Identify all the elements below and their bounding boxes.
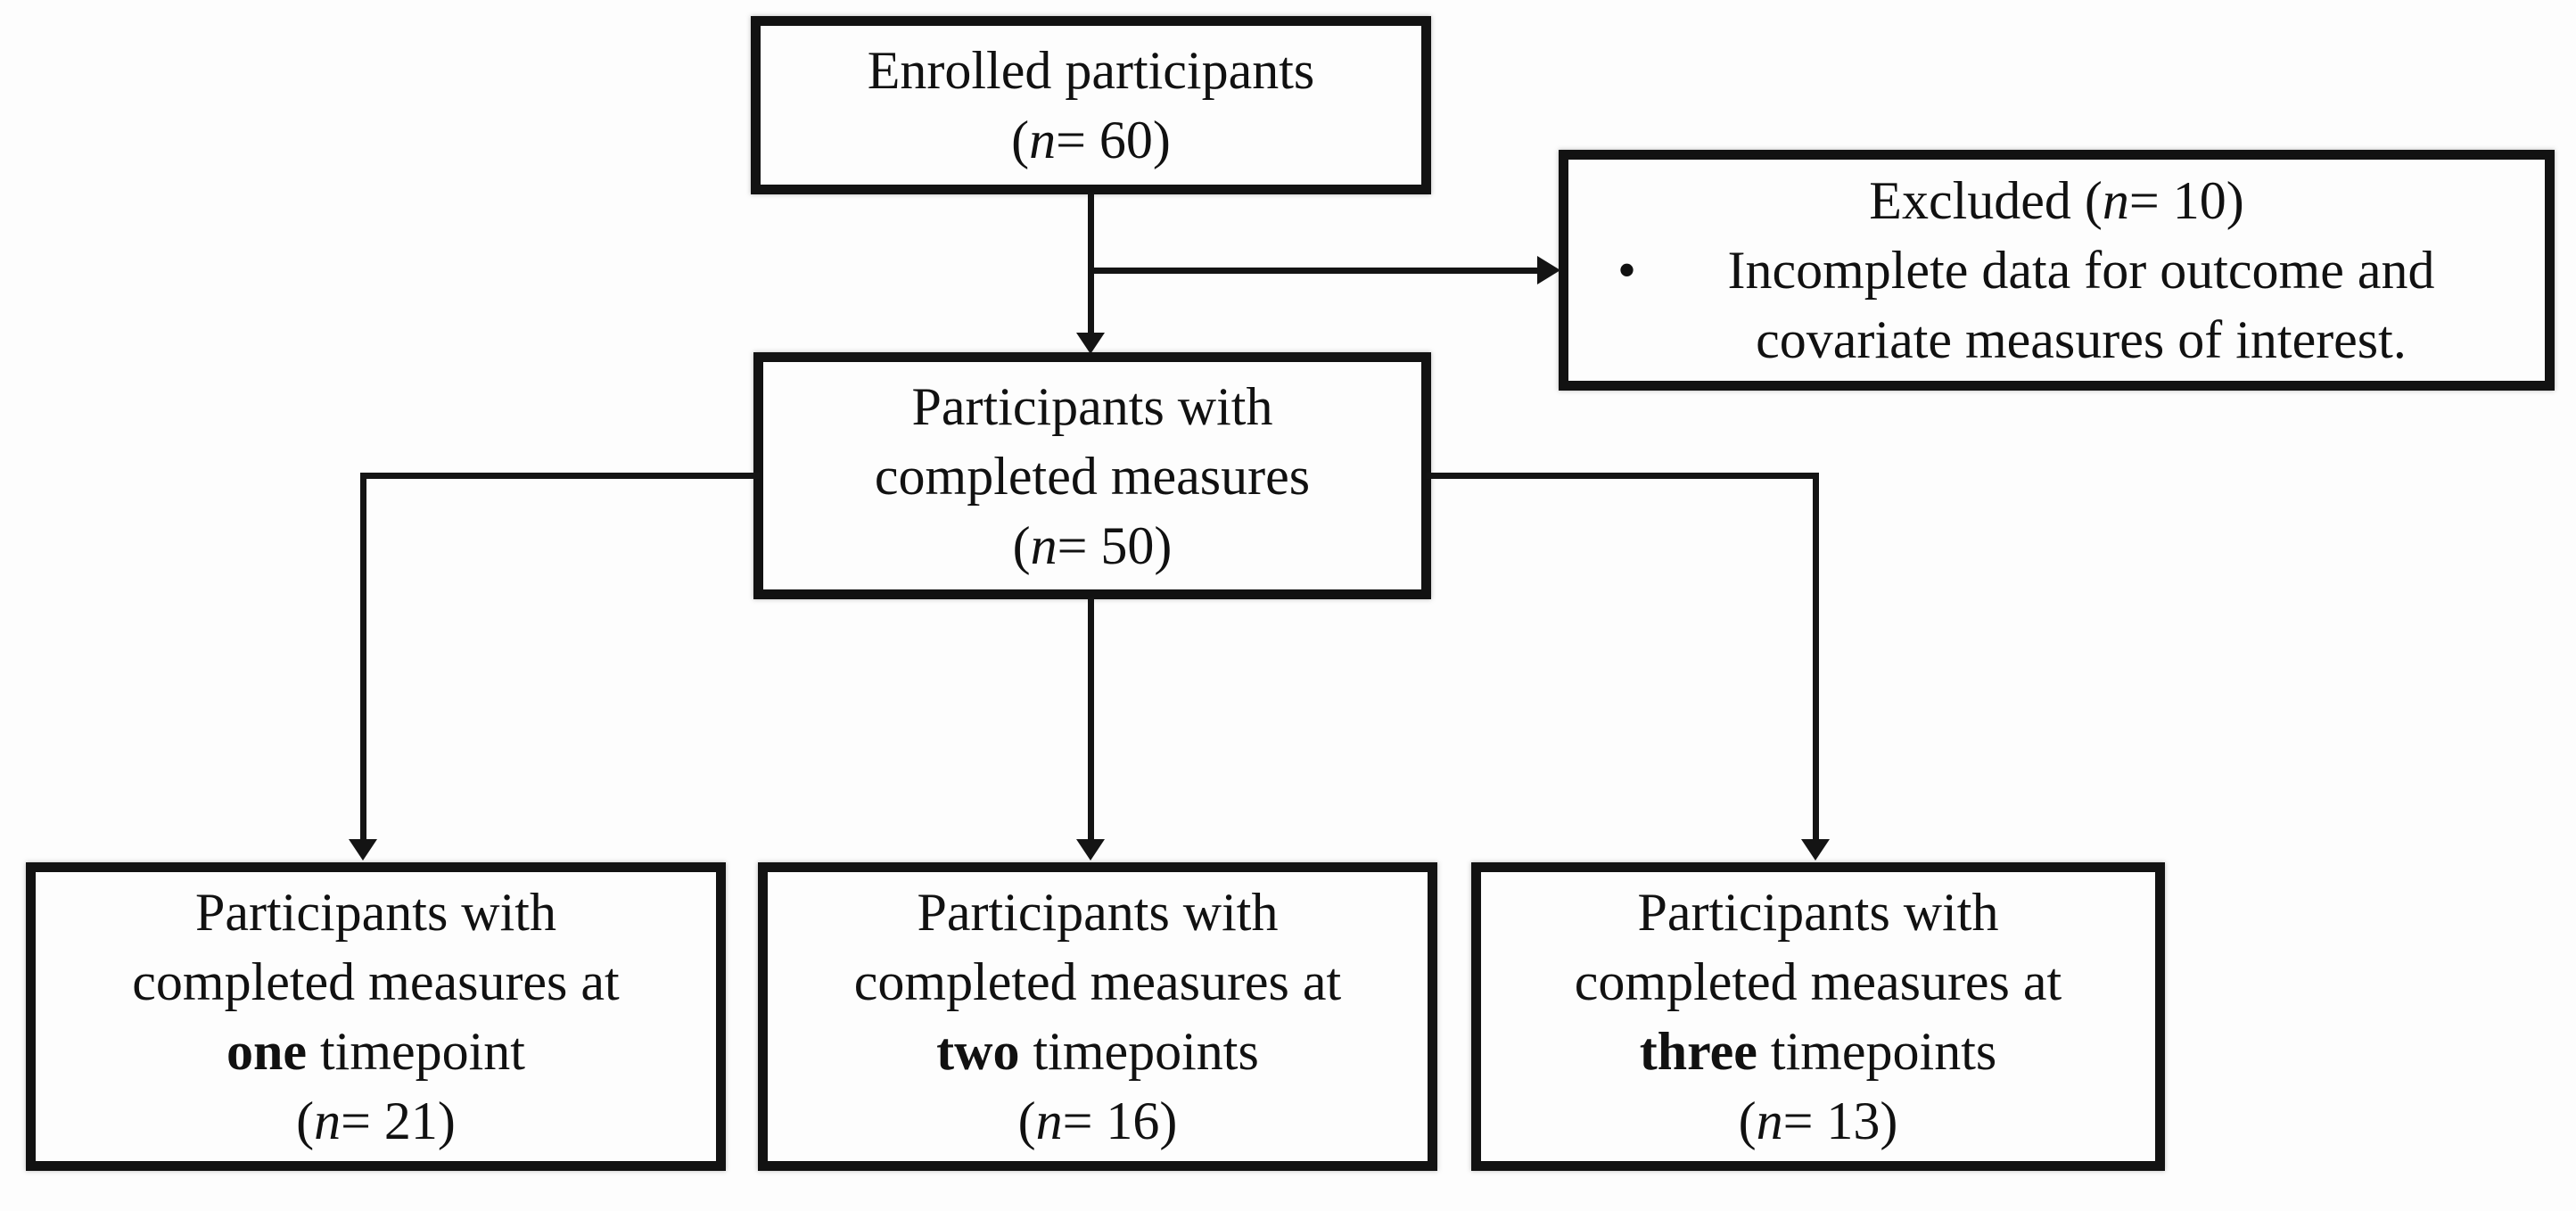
node-count: (n= 16) (1018, 1086, 1178, 1156)
node-label-line3: three timepoints (1640, 1017, 1997, 1086)
node-count: (n= 60) (1011, 105, 1171, 175)
arrow-down-icon (1076, 839, 1105, 861)
node-label-line3: two timepoints (936, 1017, 1259, 1086)
node-label-line3: one timepoint (226, 1017, 525, 1086)
node-label-line1: Participants with (911, 376, 1273, 436)
count-open: ( (1011, 111, 1030, 169)
node-label-line1: Participants with (1637, 883, 1999, 942)
timepoint-emphasis: two (936, 1022, 1020, 1081)
arrow-down-icon (349, 839, 377, 861)
count-n: n (2102, 171, 2129, 230)
connector-split-right-vertical (1813, 473, 1819, 841)
node-completed-measures: Participants with completed measures (n=… (753, 352, 1431, 599)
timepoint-rest: timepoints (1019, 1022, 1259, 1081)
node-label-line2: completed measures at (132, 952, 620, 1011)
count-n: n (1035, 1092, 1063, 1150)
node-label: Enrolled participants (867, 41, 1315, 100)
timepoint-rest: timepoints (1757, 1022, 1997, 1081)
arrow-down-icon (1076, 333, 1105, 354)
node-two-timepoints: Participants with completed measures at … (758, 862, 1437, 1171)
count-open: ( (1012, 515, 1031, 575)
timepoint-emphasis: three (1639, 1022, 1757, 1081)
connector-enrolled-to-completed (1088, 193, 1094, 335)
excluded-reason-text: Incomplete data for outcome and covariat… (1727, 241, 2435, 369)
excluded-reason-row: • Incomplete data for outcome and covari… (1568, 235, 2545, 375)
node-count: (n= 13) (1739, 1086, 1898, 1156)
connector-completed-to-two (1088, 597, 1094, 840)
timepoint-rest: timepoint (307, 1022, 525, 1081)
node-count: (n= 50) (1013, 511, 1173, 581)
node-excluded: Excluded (n= 10) • Incomplete data for o… (1559, 150, 2555, 391)
node-one-timepoint: Participants with completed measures at … (26, 862, 726, 1171)
node-enrolled-participants: Enrolled participants (n= 60) (751, 16, 1431, 194)
node-label-line1: Participants with (195, 883, 556, 942)
connector-excluded-branch (1090, 268, 1541, 274)
count-n: n (314, 1092, 342, 1150)
node-label-line2: completed measures at (853, 952, 1342, 1011)
connector-split-left-horizontal (360, 473, 760, 479)
count-rest: = 16) (1062, 1092, 1178, 1150)
node-label-line2: completed measures (874, 446, 1311, 506)
count-open: ( (1017, 1092, 1036, 1150)
connector-split-left-vertical (360, 473, 366, 841)
count-n: n (1030, 515, 1058, 575)
bullet-icon: • (1617, 241, 1636, 300)
excluded-title-pre: Excluded ( (1869, 171, 2103, 230)
count-rest: = 60) (1056, 111, 1171, 169)
node-label-line1: Participants with (917, 883, 1279, 942)
arrow-right-icon (1537, 256, 1560, 284)
count-rest: = 21) (341, 1092, 456, 1150)
count-open: ( (1738, 1092, 1757, 1150)
count-n: n (1029, 111, 1057, 169)
count-open: ( (296, 1092, 315, 1150)
timepoint-emphasis: one (226, 1022, 307, 1081)
node-label: Excluded (n= 10) (1869, 166, 2243, 235)
node-three-timepoints: Participants with completed measures at … (1471, 862, 2165, 1171)
arrow-down-icon (1801, 839, 1830, 861)
connector-split-right-horizontal (1427, 473, 1819, 479)
count-rest: = 10) (2128, 171, 2244, 230)
node-count: (n= 21) (296, 1086, 456, 1156)
count-n: n (1756, 1092, 1783, 1150)
count-rest: = 13) (1782, 1092, 1898, 1150)
node-label-line2: completed measures at (1574, 952, 2062, 1011)
count-rest: = 50) (1057, 515, 1173, 575)
